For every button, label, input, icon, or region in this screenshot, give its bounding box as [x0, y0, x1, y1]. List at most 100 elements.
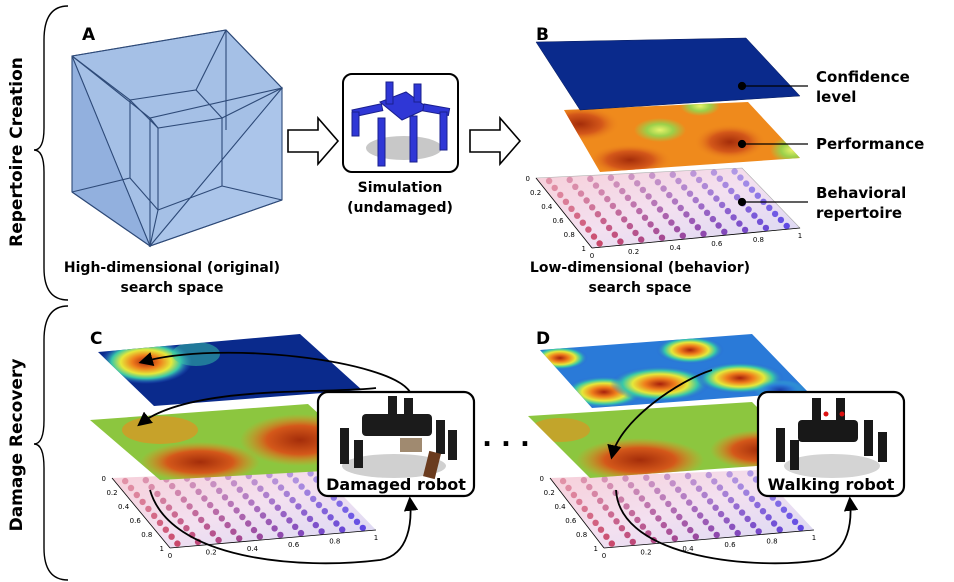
- repertoire-dot: [627, 482, 635, 489]
- hollow-arrow-2: [469, 115, 522, 167]
- simulation-robot-box: [342, 73, 459, 173]
- repertoire-dot: [669, 480, 676, 487]
- repertoire-dot: [754, 501, 761, 509]
- repertoire-dot: [711, 478, 718, 485]
- repertoire-dot: [716, 175, 723, 182]
- repertoire-dot: [718, 201, 726, 209]
- axis-tick-label: 0: [590, 252, 594, 260]
- repertoire-dot: [353, 518, 361, 525]
- repertoire-dot: [707, 189, 714, 196]
- repertoire-dot: [741, 226, 749, 234]
- repertoire-dot: [654, 179, 662, 186]
- panel-letter-d: D: [536, 329, 550, 349]
- repertoire-dot: [256, 533, 263, 540]
- axis-tick-label: 0.4: [682, 545, 694, 553]
- repertoire-dot: [292, 477, 299, 484]
- repertoire-dot: [628, 173, 635, 180]
- repertoire-dot: [649, 172, 656, 179]
- repertoire-dot: [653, 227, 660, 235]
- repertoire-dot: [151, 512, 158, 519]
- repertoire-dot: [713, 531, 720, 539]
- repertoire-dot: [617, 238, 624, 245]
- repertoire-dot: [192, 509, 199, 517]
- performance-plane: [564, 102, 800, 172]
- repertoire-dot: [698, 203, 705, 210]
- repertoire-dot: [265, 518, 272, 526]
- bottom-brace: [33, 305, 69, 581]
- repertoire-dot: [160, 497, 167, 504]
- repertoire-dot: [676, 513, 683, 521]
- repertoire-dot: [638, 236, 645, 243]
- panel-a-caption-1: High-dimensional (original): [64, 260, 280, 276]
- repertoire-dot: [209, 530, 216, 537]
- axis-tick-label: 0.8: [564, 231, 575, 239]
- repertoire-dot: [597, 497, 604, 504]
- repertoire-dot: [645, 193, 652, 200]
- repertoire-dot: [233, 507, 240, 514]
- repertoire-dot: [598, 189, 605, 196]
- repertoire-dot: [634, 180, 641, 187]
- repertoire-dot: [263, 491, 270, 499]
- repertoire-dot: [651, 199, 658, 207]
- repertoire-dot: [636, 207, 643, 215]
- repertoire-dot: [797, 524, 804, 532]
- axis-tick-label: 0.6: [288, 541, 300, 549]
- repertoire-dot: [122, 477, 129, 485]
- repertoire-dot: [780, 506, 788, 513]
- repertoire-dot: [301, 509, 308, 516]
- repertoire-dot: [145, 505, 152, 513]
- repertoire-dot: [613, 518, 620, 525]
- repertoire-dot: [600, 217, 607, 225]
- repertoire-dot: [660, 185, 667, 192]
- repertoire-dot: [312, 521, 319, 529]
- repertoire-dot: [592, 519, 599, 526]
- axis-tick-label: 0.6: [711, 240, 723, 248]
- repertoire-dot: [700, 230, 707, 237]
- repertoire-dot: [770, 520, 778, 527]
- repertoire-dot: [669, 171, 676, 178]
- panel-d-repertoire-plane: [549, 470, 815, 549]
- repertoire-dot: [626, 222, 634, 230]
- damaged-robot-label: Damaged robot: [326, 475, 466, 494]
- simulation-caption-2: (undamaged): [347, 200, 453, 216]
- repertoire-dot: [315, 501, 323, 509]
- repertoire-dot: [771, 210, 779, 218]
- repertoire-dot: [583, 197, 590, 204]
- repertoire-dot: [566, 176, 573, 184]
- repertoire-dot: [245, 520, 252, 527]
- repertoire-dot: [717, 510, 725, 518]
- repertoire-dot: [690, 170, 697, 177]
- repertoire-dot: [321, 508, 328, 515]
- axis-tick-label: 1: [374, 534, 378, 542]
- section-label-damage: Damage Recovery: [7, 359, 27, 532]
- repertoire-dot: [289, 496, 296, 504]
- repertoire-dot: [738, 509, 746, 516]
- repertoire-dot: [251, 479, 258, 486]
- axis-tick-label: 0.4: [118, 503, 130, 511]
- axis-tick-label: 0.8: [753, 236, 764, 244]
- axis-tick-label: 0.4: [554, 503, 566, 511]
- repertoire-dot: [765, 514, 772, 521]
- panel-c-arrows: [137, 351, 419, 565]
- repertoire-dot: [722, 490, 729, 498]
- axis-tick-label: 1: [798, 232, 802, 240]
- repertoire-dot: [236, 535, 243, 542]
- repertoire-dot: [195, 488, 202, 495]
- repertoire-dot: [230, 480, 238, 487]
- axis-tick-label: 0.6: [130, 517, 142, 525]
- repertoire-dot: [736, 220, 743, 227]
- repertoire-dot: [587, 512, 594, 519]
- repertoire-dot: [644, 501, 651, 509]
- repertoire-dot: [745, 206, 752, 213]
- repertoire-dot: [723, 517, 730, 524]
- repertoire-dot: [754, 192, 761, 199]
- repertoire-dot: [310, 495, 317, 503]
- repertoire-dot: [607, 511, 615, 518]
- repertoire-dot: [670, 507, 677, 514]
- repertoire-dot: [730, 214, 737, 221]
- repertoire-dot: [664, 473, 671, 480]
- repertoire-dot: [705, 471, 712, 479]
- repertoire-dot: [750, 521, 757, 529]
